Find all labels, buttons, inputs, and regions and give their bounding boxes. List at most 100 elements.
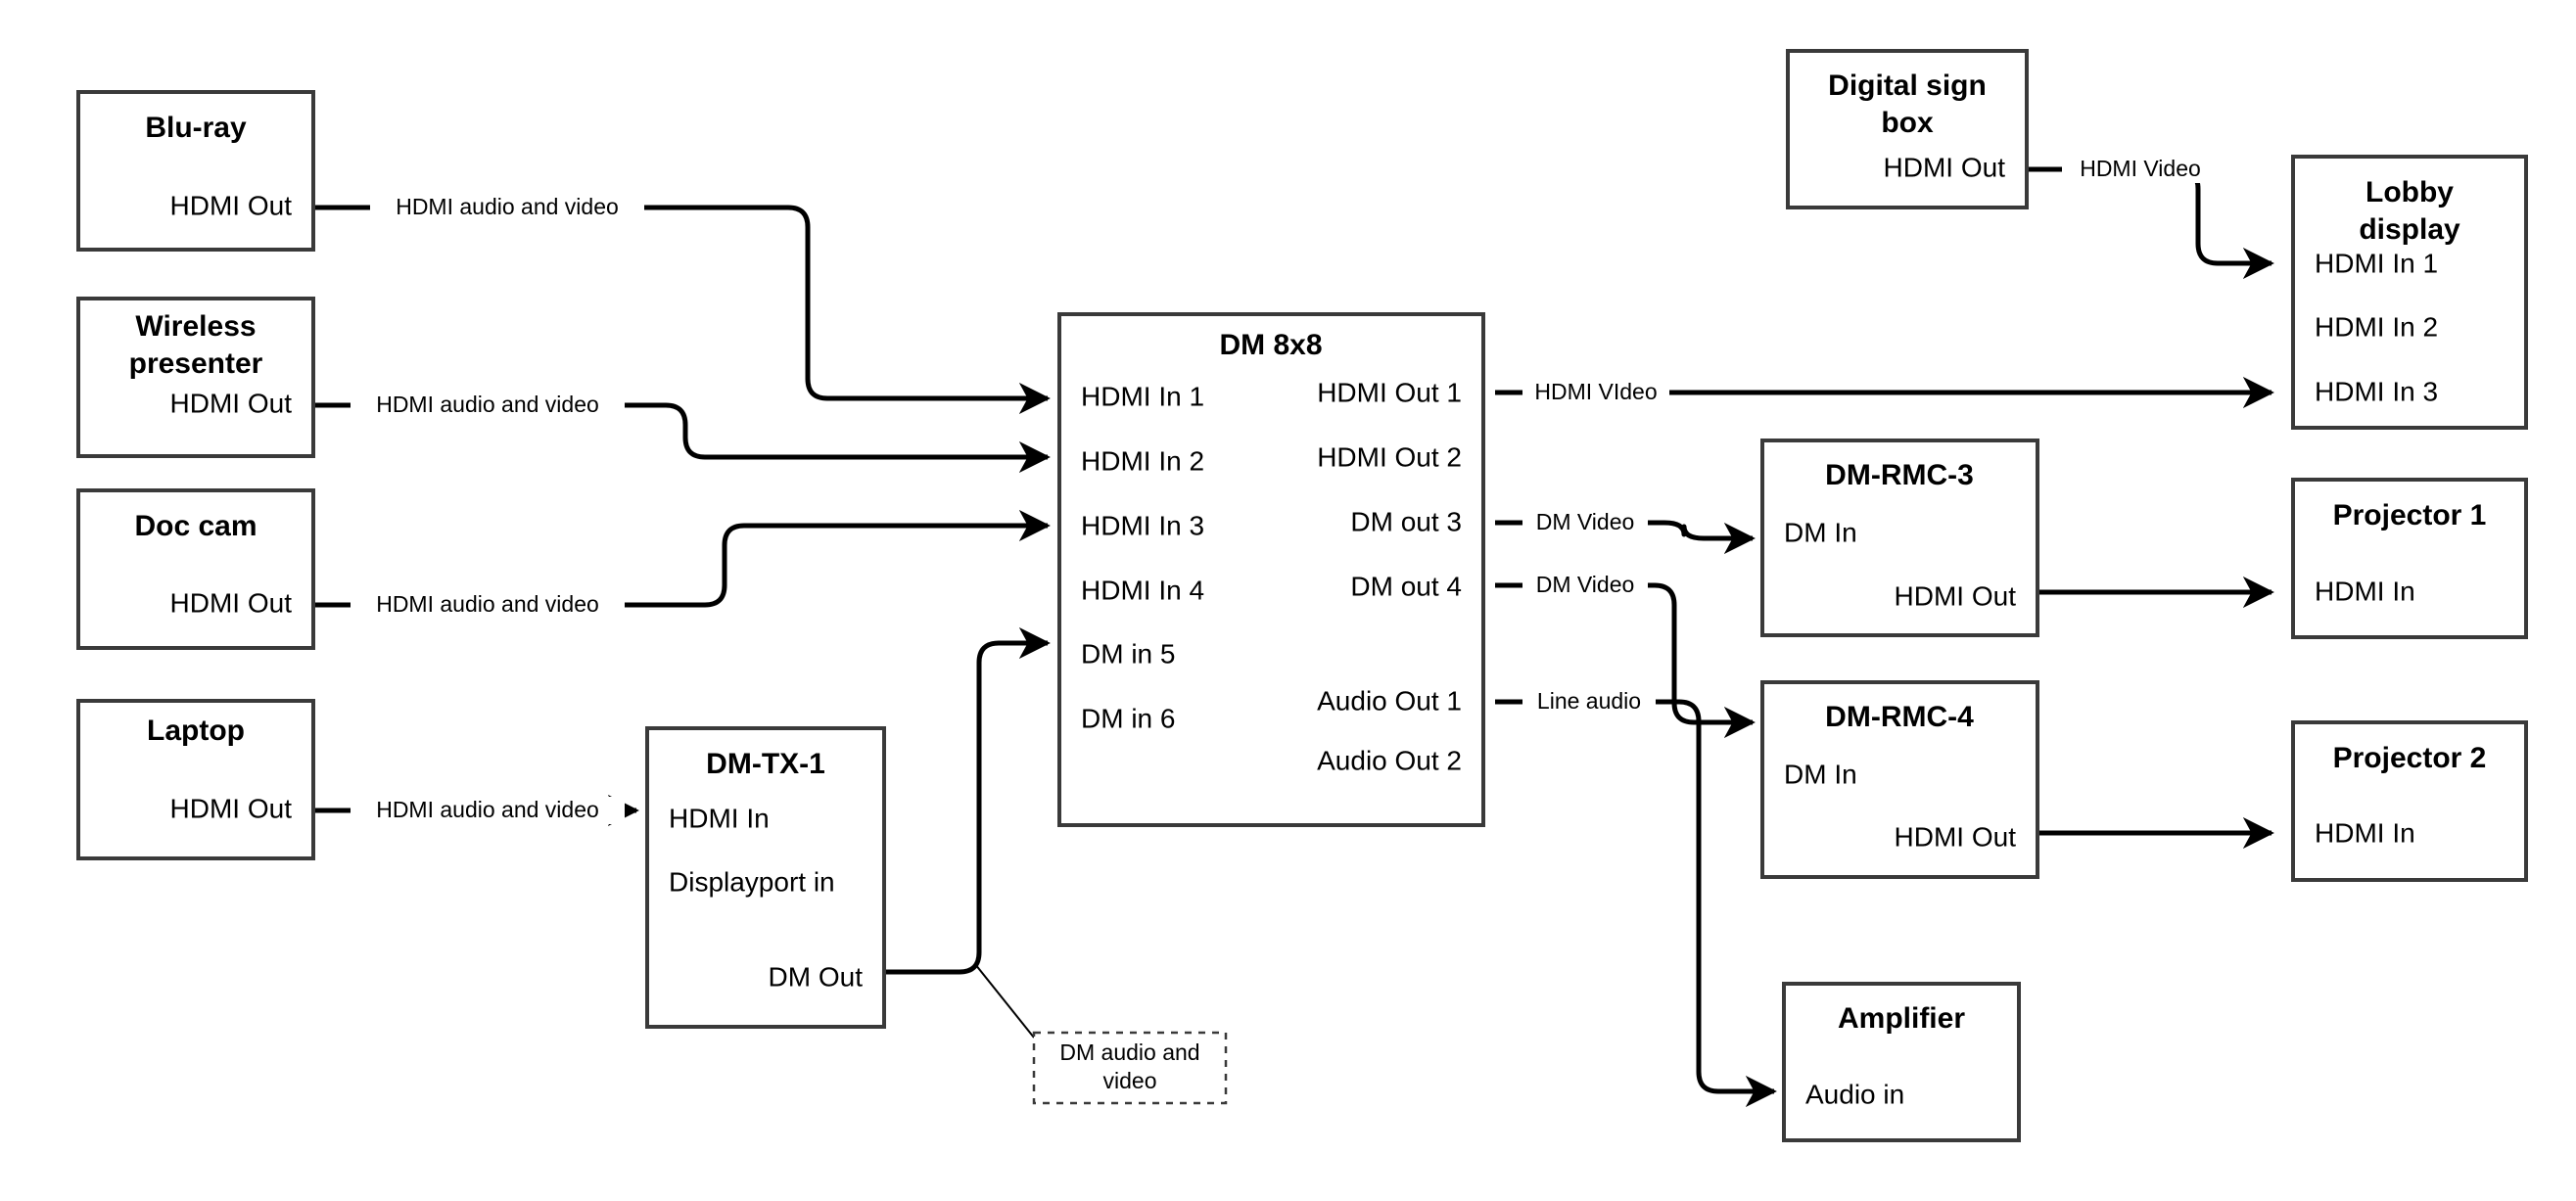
node-dm-8x8-title: DM 8x8 bbox=[1219, 329, 1322, 361]
node-projector-1-title: Projector 1 bbox=[2333, 499, 2487, 531]
edge-label-laptop-to-tx: HDMI audio and video bbox=[351, 797, 625, 824]
edge-label-sign-to-lobby: HDMI Video bbox=[2062, 156, 2219, 183]
node-laptop[interactable]: Laptop HDMI Out bbox=[76, 699, 315, 860]
port-wireless-presenter-hdmi-out: HDMI Out bbox=[170, 388, 293, 418]
port-lobby-display-hdmi-in-3: HDMI In 3 bbox=[2315, 376, 2438, 406]
node-amplifier-title: Amplifier bbox=[1838, 1002, 1965, 1035]
node-laptop-box[interactable] bbox=[76, 699, 315, 860]
link-bluray-to-dm-hdmi-in-1 bbox=[313, 205, 1051, 415]
node-wireless-presenter-box[interactable] bbox=[76, 297, 315, 458]
port-dm-8x8-audio-out-1: Audio Out 1 bbox=[1317, 685, 1462, 716]
node-dm-tx-1-title: DM-TX-1 bbox=[706, 748, 825, 780]
port-dm-8x8-dm-out-4: DM out 4 bbox=[1350, 571, 1462, 601]
link-doccam-to-dm-hdmi-in-3 bbox=[313, 509, 1051, 608]
node-digital-sign-box[interactable]: Digital sign box HDMI Out bbox=[1786, 49, 2029, 209]
edge-label-audio-out-1: Line audio bbox=[1522, 688, 1656, 716]
edge-label-text: HDMI VIdeo bbox=[1534, 379, 1657, 404]
port-dm-8x8-dm-in-5: DM in 5 bbox=[1081, 638, 1175, 669]
port-dm-8x8-hdmi-out-1: HDMI Out 1 bbox=[1317, 377, 1462, 407]
link-wireless-to-dm-hdmi-in-2 bbox=[313, 402, 1051, 474]
node-dm-rmc-3-box[interactable] bbox=[1760, 439, 2039, 637]
port-dm-rmc-4-dm-in: DM In bbox=[1784, 759, 1857, 789]
port-dm-rmc-3-hdmi-out: HDMI Out bbox=[1895, 580, 2017, 611]
node-dm-tx-1-box[interactable] bbox=[645, 726, 886, 1029]
edge-label-text: HDMI audio and video bbox=[376, 591, 599, 617]
node-doc-cam-title: Doc cam bbox=[134, 510, 257, 542]
node-laptop-title: Laptop bbox=[147, 715, 245, 747]
node-projector-2-box[interactable] bbox=[2291, 720, 2528, 882]
node-projector-2-title: Projector 2 bbox=[2333, 742, 2487, 774]
edge-label-hdmi-out-1-to-lobby: HDMI VIdeo bbox=[1522, 379, 1669, 406]
port-dm-tx-1-displayport-in: Displayport in bbox=[669, 866, 835, 897]
edge-label-text: Line audio bbox=[1537, 688, 1641, 714]
edge-label-text: HDMI audio and video bbox=[396, 194, 619, 219]
node-digital-sign-box-box[interactable] bbox=[1786, 49, 2029, 209]
port-laptop-hdmi-out: HDMI Out bbox=[170, 793, 293, 823]
edge-label-text: DM Video bbox=[1536, 509, 1635, 534]
node-amplifier[interactable]: Amplifier Audio in bbox=[1782, 982, 2021, 1142]
port-dm-8x8-hdmi-in-4: HDMI In 4 bbox=[1081, 575, 1204, 605]
node-dm-rmc-3[interactable]: DM-RMC-3 DM In HDMI Out bbox=[1760, 439, 2039, 637]
node-dm-tx-1[interactable]: DM-TX-1 HDMI In Displayport in DM Out bbox=[645, 726, 886, 1029]
link-sign-to-lobby-hdmi-in-1 bbox=[2027, 166, 2274, 280]
link-dm-out-3-to-rmc3-dm-in bbox=[1495, 520, 1756, 555]
edge-label-text: HDMI Video bbox=[2080, 156, 2201, 181]
edge-label-dm-out-3: DM Video bbox=[1522, 509, 1648, 536]
node-dm-rmc-4-title: DM-RMC-4 bbox=[1825, 701, 1974, 733]
node-doc-cam-box[interactable] bbox=[76, 488, 315, 650]
link-audio-out-1-to-amplifier bbox=[1495, 699, 1777, 1108]
node-bluray-title: Blu-ray bbox=[145, 112, 247, 144]
port-dm-rmc-4-hdmi-out: HDMI Out bbox=[1895, 821, 2017, 852]
node-dm-rmc-4[interactable]: DM-RMC-4 DM In HDMI Out bbox=[1760, 680, 2039, 879]
port-lobby-display-hdmi-in-2: HDMI In 2 bbox=[2315, 311, 2438, 342]
node-dm-rmc-3-title: DM-RMC-3 bbox=[1825, 459, 1974, 491]
callout-line-2: video bbox=[1103, 1068, 1157, 1093]
node-projector-1[interactable]: Projector 1 HDMI In bbox=[2291, 478, 2528, 639]
port-dm-tx-1-dm-out: DM Out bbox=[769, 961, 864, 992]
port-bluray-hdmi-out: HDMI Out bbox=[170, 190, 293, 220]
edge-label-dm-out-4: DM Video bbox=[1522, 572, 1648, 599]
node-dm-8x8[interactable]: DM 8x8 HDMI In 1 HDMI In 2 HDMI In 3 HDM… bbox=[1057, 312, 1485, 827]
callout-line-1: DM audio and bbox=[1059, 1039, 1199, 1065]
node-doc-cam[interactable]: Doc cam HDMI Out bbox=[76, 488, 315, 650]
node-dm-8x8-box[interactable] bbox=[1057, 312, 1485, 827]
node-wireless-presenter-title-line1: Wireless bbox=[135, 310, 256, 343]
node-projector-1-box[interactable] bbox=[2291, 478, 2528, 639]
port-dm-rmc-3-dm-in: DM In bbox=[1784, 517, 1857, 547]
port-doc-cam-hdmi-out: HDMI Out bbox=[170, 587, 293, 618]
callout-leader-line bbox=[974, 963, 1035, 1039]
port-dm-8x8-audio-out-2: Audio Out 2 bbox=[1317, 745, 1462, 775]
edge-label-bluray-to-dm: HDMI audio and video bbox=[370, 194, 644, 221]
node-lobby-display[interactable]: Lobby display HDMI In 1 HDMI In 2 HDMI I… bbox=[2291, 155, 2528, 430]
port-dm-8x8-dm-out-3: DM out 3 bbox=[1350, 506, 1462, 536]
node-amplifier-box[interactable] bbox=[1782, 982, 2021, 1142]
port-digital-sign-box-hdmi-out: HDMI Out bbox=[1884, 152, 2006, 182]
node-lobby-display-title-line1: Lobby bbox=[2365, 176, 2454, 208]
callout-dm-audio-and-video: DM audio and video bbox=[1032, 1031, 1228, 1105]
node-wireless-presenter[interactable]: Wireless presenter HDMI Out bbox=[76, 297, 315, 458]
node-wireless-presenter-title-line2: presenter bbox=[129, 347, 263, 380]
node-lobby-display-title-line2: display bbox=[2359, 213, 2460, 246]
node-bluray[interactable]: Blu-ray HDMI Out bbox=[76, 90, 315, 252]
node-digital-sign-box-title-line1: Digital sign bbox=[1828, 69, 1987, 102]
port-dm-8x8-hdmi-in-1: HDMI In 1 bbox=[1081, 381, 1204, 411]
node-dm-rmc-4-box[interactable] bbox=[1760, 680, 2039, 879]
port-amplifier-audio-in: Audio in bbox=[1805, 1079, 1904, 1109]
node-digital-sign-box-title-line2: box bbox=[1881, 107, 1934, 139]
port-dm-8x8-hdmi-out-2: HDMI Out 2 bbox=[1317, 441, 1462, 472]
edge-label-wireless-to-dm: HDMI audio and video bbox=[351, 392, 625, 419]
port-lobby-display-hdmi-in-1: HDMI In 1 bbox=[2315, 248, 2438, 278]
link-dm-out-4-to-rmc4-dm-in bbox=[1495, 582, 1756, 739]
link-tx-dm-out-to-dm-in-5 bbox=[884, 626, 1051, 975]
edge-label-doccam-to-dm: HDMI audio and video bbox=[351, 591, 625, 619]
port-dm-tx-1-hdmi-in: HDMI In bbox=[669, 803, 770, 833]
edge-label-text: HDMI audio and video bbox=[376, 797, 599, 822]
node-lobby-display-box[interactable] bbox=[2291, 155, 2528, 430]
node-projector-2[interactable]: Projector 2 HDMI In bbox=[2291, 720, 2528, 882]
port-dm-8x8-dm-in-6: DM in 6 bbox=[1081, 703, 1175, 733]
port-projector-1-hdmi-in: HDMI In bbox=[2315, 576, 2415, 606]
port-dm-8x8-hdmi-in-3: HDMI In 3 bbox=[1081, 510, 1204, 540]
node-bluray-box[interactable] bbox=[76, 90, 315, 252]
